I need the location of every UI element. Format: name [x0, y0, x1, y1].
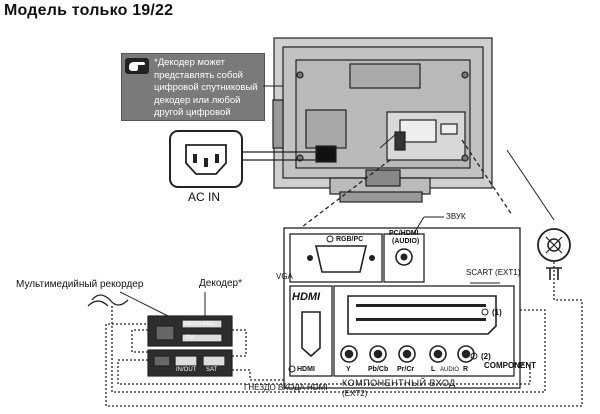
- hdmi-port: [301, 311, 321, 358]
- component-input-label-2: (EXT2): [342, 389, 368, 398]
- decoder-label: Декодер*: [199, 278, 243, 289]
- vga-label: VGA: [276, 272, 293, 281]
- tv-back: [272, 37, 493, 203]
- decoder-note-text: *Декодер может представлять собой цифров…: [154, 57, 258, 131]
- pb-cb-label: Pb/Cb: [368, 366, 389, 373]
- hdmi-input-label: ГНЕЗДО ВХОДА HDMI: [244, 383, 328, 392]
- y-label: Y: [346, 366, 351, 373]
- antenna-cable-end: [87, 294, 129, 307]
- antenna-connector: [506, 149, 571, 280]
- l-label: L: [431, 366, 436, 373]
- port-1-label: (1): [492, 308, 502, 317]
- scart-label: SCART (EXT1): [466, 268, 521, 277]
- pr-cr-label: Pr/Cr: [397, 366, 415, 373]
- component-label: COMPONENT: [484, 361, 536, 370]
- scart-port: [347, 295, 497, 335]
- hand-pointing-icon: [124, 57, 150, 75]
- sat-port-label: SAT: [206, 367, 218, 373]
- decoder-device: [147, 349, 233, 377]
- rgb-pc-label: RGB/PC: [336, 236, 364, 243]
- pc-hdmi-audio-label-1: PC/HDMI: [389, 230, 419, 237]
- media-recorder-label: Мультимедийный рекордер: [16, 279, 144, 290]
- r-label: R: [463, 366, 469, 373]
- pc-hdmi-audio-label-2: (AUDIO): [392, 238, 420, 245]
- vga-port: [307, 245, 375, 273]
- hdmi-logo: HDMI: [292, 291, 321, 303]
- ac-in-label: AC IN: [188, 190, 221, 204]
- audio-jack: [395, 248, 413, 266]
- port-2-label: (2): [481, 352, 491, 361]
- media-rec-port-label: MEDIA REC.: [184, 321, 216, 327]
- audio-label: AUDIO: [440, 367, 460, 373]
- media-recorder-device: [147, 315, 233, 347]
- sound-label: ЗВУК: [446, 212, 466, 221]
- tv-port-label: TV: [186, 335, 194, 341]
- port-arrow-icon: [288, 235, 489, 373]
- hdmi-port-label: HDMI: [297, 366, 315, 373]
- in-out-port-label: IN/OUT: [176, 367, 197, 373]
- cables: [105, 262, 583, 407]
- component-jacks: [340, 345, 475, 363]
- page-title: Модель только 19/22: [4, 2, 174, 19]
- component-input-label-1: КОМПОНЕНТНЫЙ ВХОД: [342, 378, 456, 388]
- ac-in-socket: [169, 130, 318, 188]
